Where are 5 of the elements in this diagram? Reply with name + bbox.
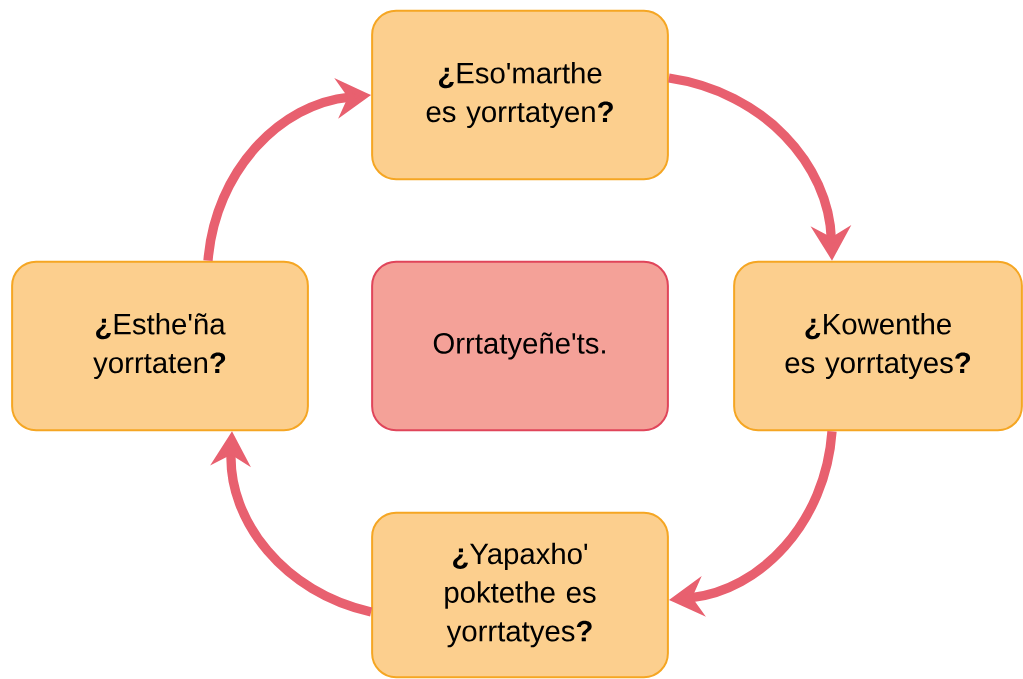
question-box: ¿Kowenthe es yorrtatyes? [733,260,1023,432]
question-box: ¿Esthe'ña yorrtaten? [11,260,309,432]
question-box: ¿Yapaxho' poktethe es yorrtatyes? [371,511,669,679]
question-box: ¿Eso'marthe es yorrtatyen? [371,9,669,181]
center-box: Orrtatyeñe'ts. [371,260,669,432]
